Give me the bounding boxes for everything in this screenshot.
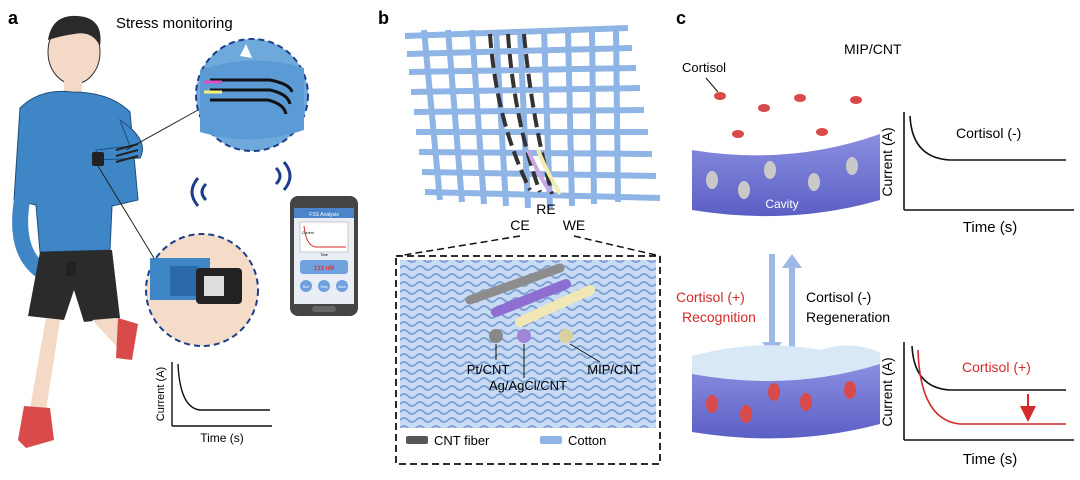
phone-header: FSS Analysis <box>309 212 339 218</box>
panel-a-letter: a <box>8 8 19 28</box>
panel-c-title: MIP/CNT <box>844 41 902 57</box>
legend-swatch-cnt <box>406 436 428 444</box>
panel-b-letter: b <box>378 8 389 28</box>
wireless-signal-icon <box>190 161 292 207</box>
regeneration-label: Regeneration <box>806 309 890 325</box>
panel-a: a Stress monitoring <box>8 8 358 448</box>
phone-result-value: 133 nM <box>314 266 334 272</box>
plot-cortisol-positive: Current (A) Time (s) Cortisol (+) <box>879 342 1074 468</box>
phone-button-save: Save <box>338 285 346 289</box>
electrode-label-re: RE <box>536 201 555 217</box>
fiber-label-ag-agcl-cnt: Ag/AgCl/CNT <box>489 378 567 393</box>
plot-bottom-xlabel: Time (s) <box>963 451 1017 468</box>
plot-top-annotation: Cortisol (-) <box>956 125 1021 141</box>
wrist-magnifier <box>145 233 259 347</box>
recognition-regeneration-arrows <box>762 254 802 356</box>
fabric-zoom-box: Pt/CNT Ag/AgCl/CNT MIP/CNT CNT fiber Cot… <box>395 255 661 465</box>
legend-label-cnt: CNT fiber <box>434 433 490 448</box>
phone-screen-xlabel: Time <box>320 253 328 257</box>
panel-a-plot-ylabel: Current (A) <box>155 367 167 421</box>
cnt-electrode-threads <box>488 33 562 196</box>
recognition-cortisol-label: Cortisol (+) <box>676 289 745 305</box>
smartphone: FSS Analysis Time Current 133 nM Run Sto… <box>290 196 358 316</box>
panel-b: b CE RE WE Pt/CNT <box>378 8 661 465</box>
legend-swatch-cotton <box>540 436 562 444</box>
regeneration-cortisol-label: Cortisol (-) <box>806 289 871 305</box>
electrode-label-ce: CE <box>510 217 529 233</box>
fiber-label-pt-cnt: Pt/CNT <box>467 362 510 377</box>
panel-c-letter: c <box>676 8 686 28</box>
woven-fabric <box>404 25 661 209</box>
phone-button-run: Run <box>303 285 309 289</box>
cortisol-label: Cortisol <box>682 60 726 75</box>
mip-layer-top: Cavity <box>692 134 880 217</box>
panel-a-plot-xlabel: Time (s) <box>200 431 244 445</box>
plot-cortisol-negative: Current (A) Time (s) Cortisol (-) <box>879 112 1074 236</box>
panel-a-current-plot: Current (A) Time (s) <box>155 362 272 445</box>
phone-screen-ylabel: Current <box>302 231 314 235</box>
plot-bottom-ylabel: Current (A) <box>879 357 895 426</box>
panel-c: c MIP/CNT Cortisol Cavity Cortisol ( <box>676 8 1074 468</box>
sleeve-magnifier <box>195 38 309 152</box>
recognition-label: Recognition <box>682 309 756 325</box>
plot-top-xlabel: Time (s) <box>963 219 1017 236</box>
legend-label-cotton: Cotton <box>568 433 606 448</box>
electrode-label-we: WE <box>563 217 586 233</box>
plot-bottom-annotation: Cortisol (+) <box>962 359 1031 375</box>
panel-a-title: Stress monitoring <box>116 15 233 32</box>
mip-layer-bottom <box>692 345 880 439</box>
cavity-label: Cavity <box>765 197 798 211</box>
cortisol-molecules-top <box>714 92 862 138</box>
runner-illustration <box>12 15 143 448</box>
phone-button-stop: Stop <box>320 285 327 289</box>
plot-top-ylabel: Current (A) <box>879 127 895 196</box>
fiber-label-mip-cnt: MIP/CNT <box>587 362 641 377</box>
